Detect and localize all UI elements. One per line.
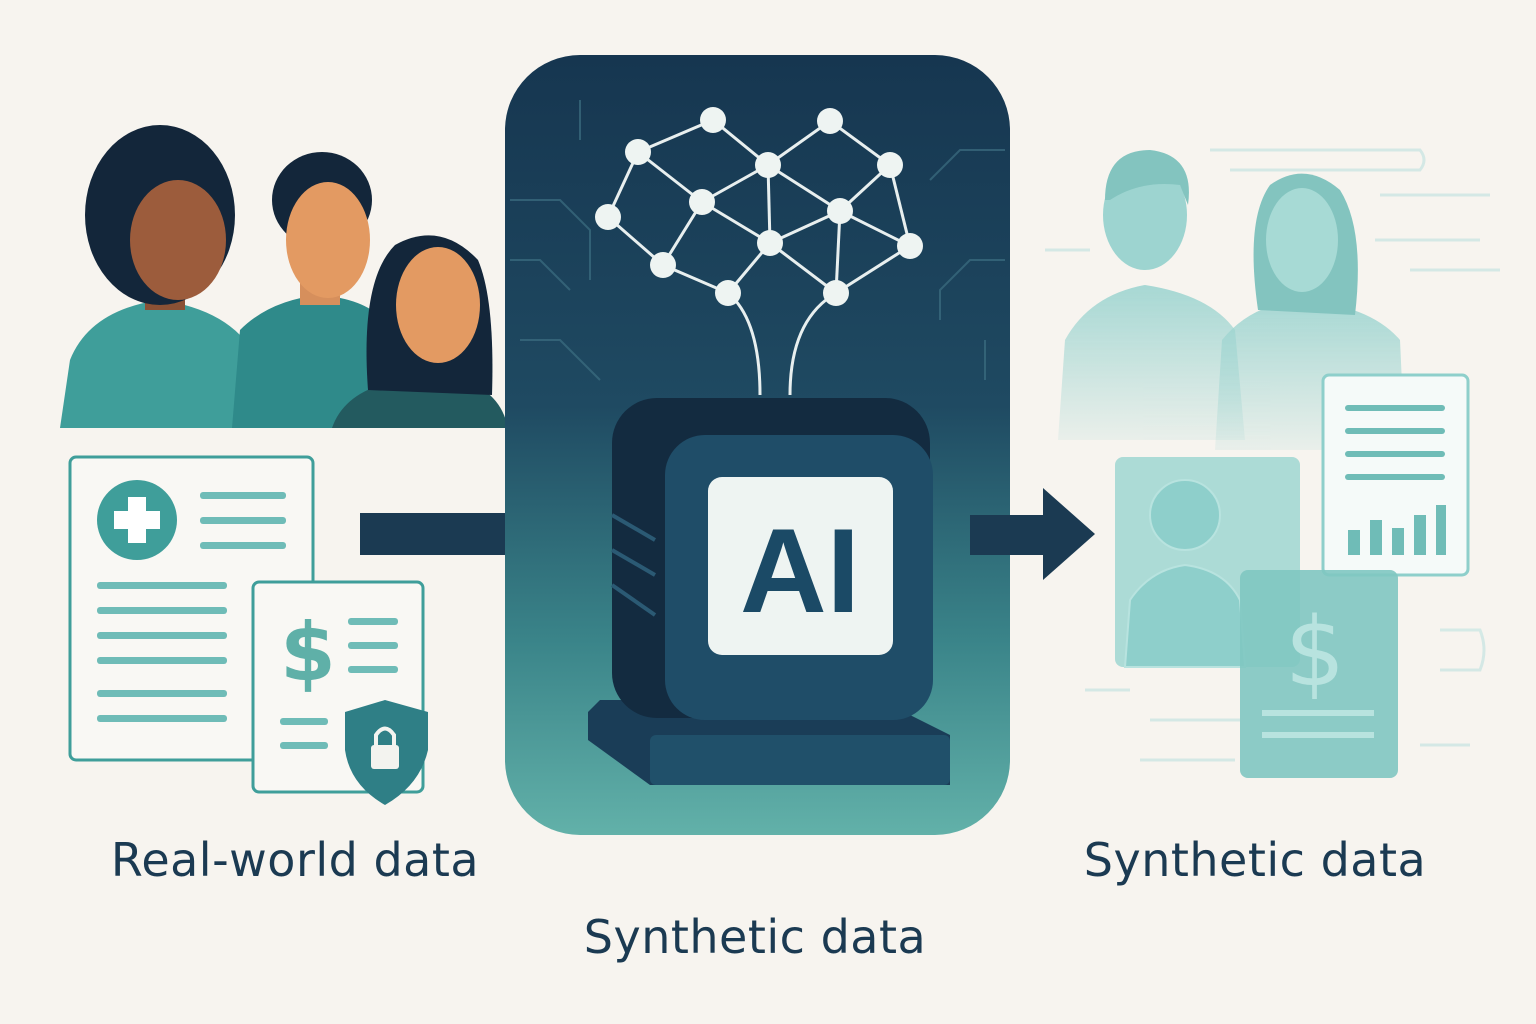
dollar-icon: $ [280,606,336,699]
circuit-traces [510,100,1005,381]
synthetic-data-label: Synthetic data [1083,833,1427,887]
real-world-data-label: Real-world data [110,833,480,887]
ai-label: AI [740,504,860,638]
person-icon [60,125,270,428]
dollar-icon: $ [1285,598,1345,708]
arrow-right-icon [970,488,1095,580]
person-icon [232,152,395,428]
ai-computer-icon: AI [588,398,950,785]
ai-generator-panel: AI [505,55,1010,835]
synthetic-financial-card: $ [1240,570,1398,778]
speed-lines [1045,148,1500,762]
center-synthetic-data-label: Synthetic data [583,910,927,964]
ai-screen [708,477,893,655]
synthetic-report-document [1321,373,1470,577]
real-people-group [60,125,508,428]
financial-document: $ [251,580,428,805]
network-nodes [595,107,923,306]
person-icon [332,235,508,428]
